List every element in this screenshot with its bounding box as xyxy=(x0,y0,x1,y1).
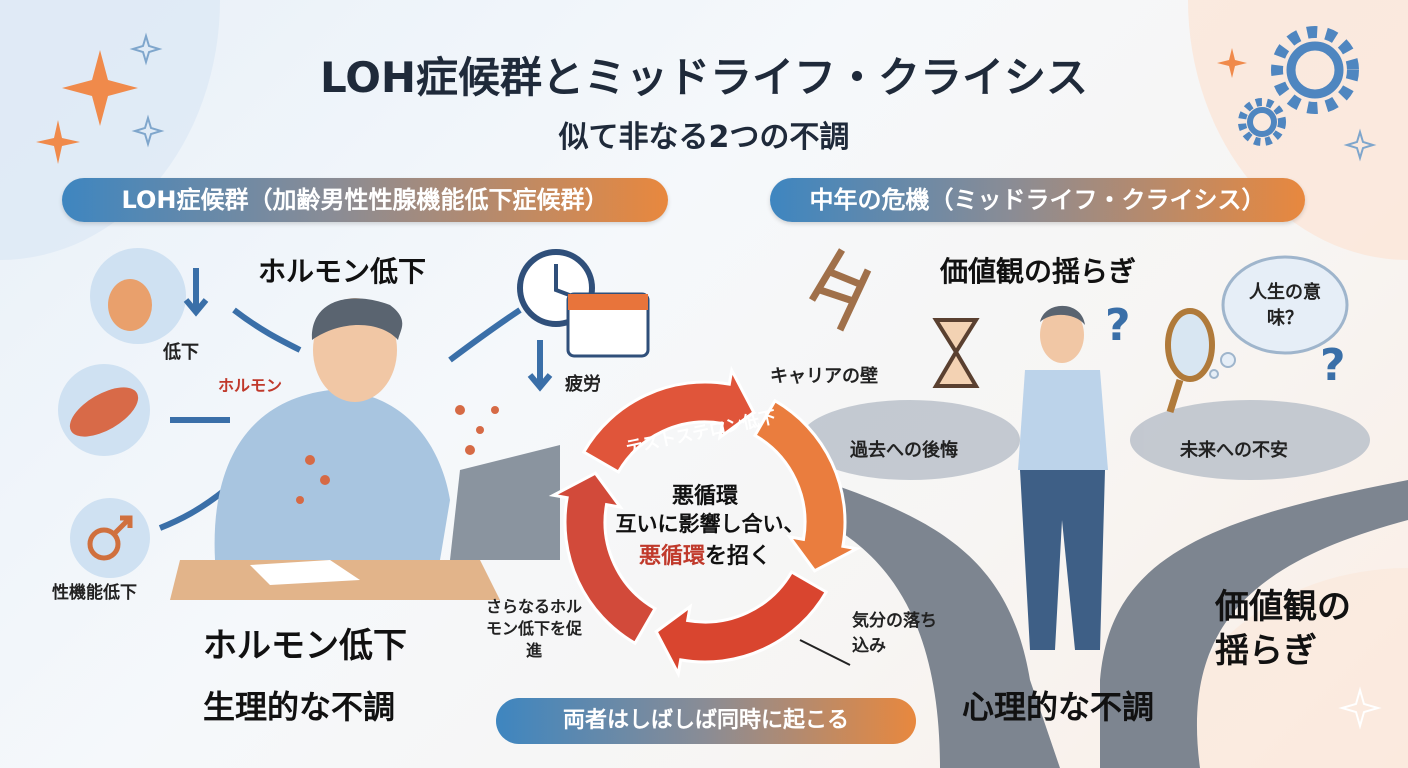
question-mark-icon: ?? xyxy=(1105,300,1346,391)
label-further-hormone-decline: さらなるホルモン低下を促進 xyxy=(485,597,582,660)
cycle-arrow xyxy=(654,569,829,679)
label-career-wall: キャリアの壁 xyxy=(770,366,878,387)
label-sexual-function: 性機能低下 xyxy=(52,583,137,603)
cycle-arrow xyxy=(581,365,756,475)
cycle-center-line2-red: 悪循環 xyxy=(638,544,705,569)
male-symbol-icon xyxy=(70,498,150,578)
hourglass-icon xyxy=(932,318,980,388)
page-title: LOH症候群とミッドライフ・クライシス xyxy=(319,53,1089,102)
simultaneous-banner: 両者はしばしば同時に起こる xyxy=(496,698,916,744)
thinking-man-illustration xyxy=(1018,305,1108,650)
right-side-heading: 価値観の揺らぎ xyxy=(1215,587,1351,671)
sparkle-icon xyxy=(1338,686,1382,730)
left-bottom-heading: ホルモン低下 xyxy=(203,626,407,666)
sparkle-icon xyxy=(36,48,1247,164)
left-bottom-caption: 生理的な不調 xyxy=(203,688,396,726)
vicious-cycle-arrows xyxy=(548,365,862,679)
label-fatigue: 疲労 xyxy=(565,374,601,395)
page-subtitle: 似て非なる2つの不調 xyxy=(558,120,850,155)
arrow-icon xyxy=(158,268,553,531)
right-bottom-caption: 心理的な不調 xyxy=(962,688,1155,726)
cycle-center-title: 悪循環 xyxy=(671,484,738,509)
label-mood-drop: 気分の落ち込み xyxy=(852,611,937,656)
gear-icon xyxy=(1238,26,1359,146)
cloud xyxy=(800,400,1370,480)
ladder-icon xyxy=(808,248,872,332)
label-future-anxiety: 未来への不安 xyxy=(1180,440,1288,461)
label-meaning-of-life: 人生の意味？ xyxy=(1249,282,1321,329)
sparkle-icon xyxy=(129,32,1377,162)
cycle-center-line1: 互いに影響し合い、 xyxy=(615,512,805,536)
svg-text:?: ? xyxy=(1320,340,1346,391)
hormone-dots xyxy=(296,405,499,504)
loh-section-pill: LOH症候群（加齢男性性腺機能低下症候群） xyxy=(62,178,668,222)
cycle-arrow xyxy=(752,398,862,573)
cycle-arrow xyxy=(548,471,658,646)
svg-text:?: ? xyxy=(1105,300,1131,351)
right-heading: 価値観の揺らぎ xyxy=(940,255,1137,288)
road-fork xyxy=(820,480,1408,768)
midlife-section-pill: 中年の危機（ミッドライフ・クライシス） xyxy=(770,178,1305,222)
left-heading: ホルモン低下 xyxy=(258,255,427,288)
man-at-desk-illustration xyxy=(170,298,560,600)
callout-line xyxy=(799,639,851,666)
cycle-center-line2: 悪循環を招く xyxy=(600,538,810,570)
cycle-center-line2-rest: を招く xyxy=(705,544,772,569)
mirror-icon xyxy=(1165,308,1215,414)
label-hormone: ホルモン xyxy=(218,376,283,395)
label-decline: 低下 xyxy=(163,342,199,363)
label-past-regret: 過去への後悔 xyxy=(850,440,958,461)
thought-bubble xyxy=(1209,255,1349,379)
